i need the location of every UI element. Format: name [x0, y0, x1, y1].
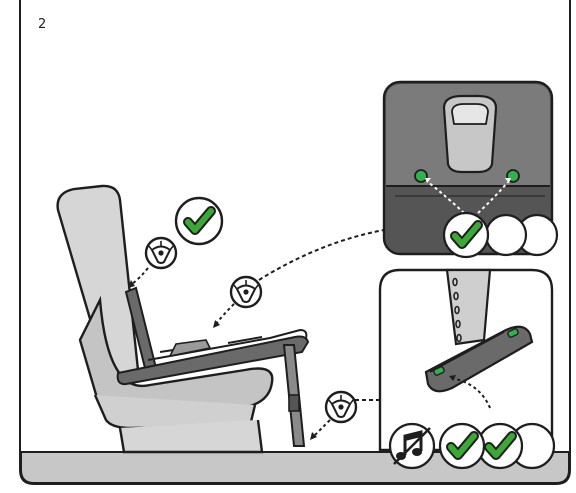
eye-check-icon [229, 275, 263, 309]
left-isofix-indicator [414, 169, 428, 183]
empty-indicator-icon [484, 213, 528, 257]
music-note-muted-icon [388, 422, 436, 470]
floor [20, 451, 570, 484]
eye-check-icon [324, 390, 358, 424]
support-leg-panel [378, 268, 556, 470]
isofix-base [116, 286, 310, 447]
step-number: 2 [38, 17, 47, 32]
isofix-indicator-panel [382, 80, 559, 259]
eye-check-icon [144, 236, 178, 270]
vehicle-seat [56, 184, 274, 454]
green-checkmark-icon [174, 196, 224, 246]
